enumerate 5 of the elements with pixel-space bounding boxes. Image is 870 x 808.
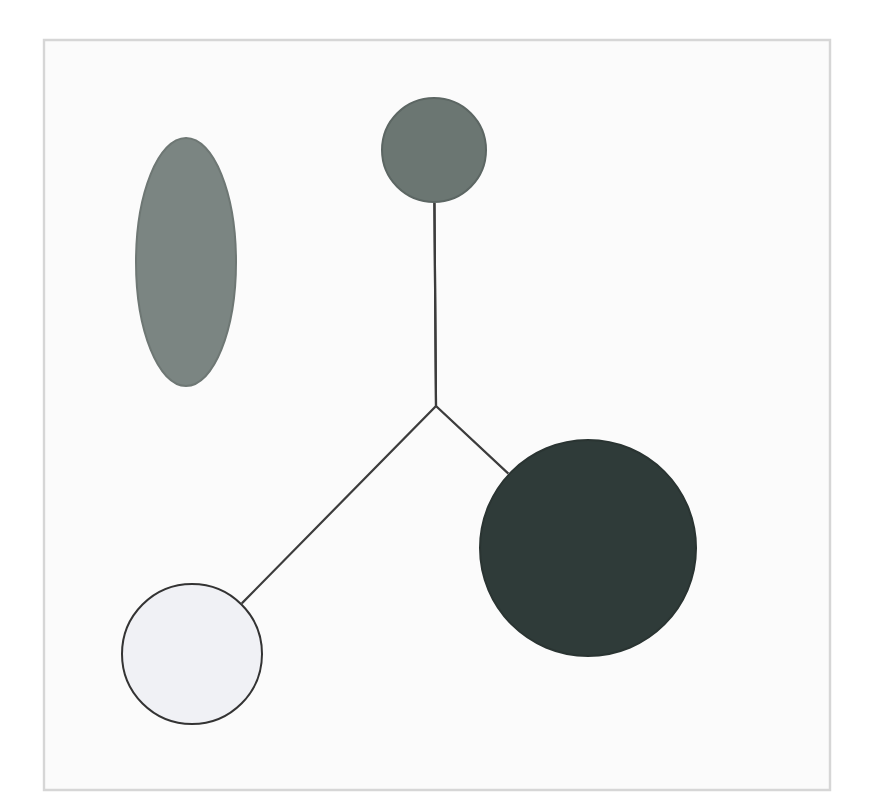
connector-line	[241, 203, 438, 605]
ellipse	[135, 137, 237, 387]
circle	[121, 583, 263, 725]
circle	[381, 97, 487, 203]
circle	[479, 439, 697, 657]
